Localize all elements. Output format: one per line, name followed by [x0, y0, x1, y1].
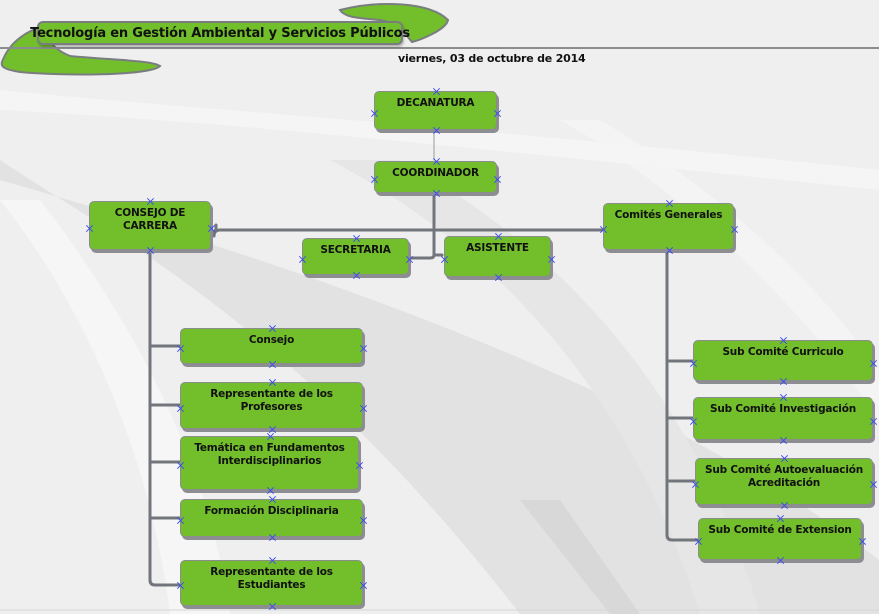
connection-handle-icon[interactable]	[731, 226, 738, 233]
node-label: Sub Comité Investigación	[710, 403, 856, 415]
node-label: Comités Generales	[614, 209, 723, 221]
connection-handle-icon[interactable]	[177, 462, 184, 469]
connection-handle-icon[interactable]	[777, 515, 784, 522]
connection-handle-icon[interactable]	[177, 517, 184, 524]
connection-handle-icon[interactable]	[177, 582, 184, 589]
connection-handle-icon[interactable]	[356, 462, 363, 469]
connection-handle-icon[interactable]	[147, 198, 154, 205]
connection-handle-icon[interactable]	[269, 557, 276, 564]
connection-handle-icon[interactable]	[269, 534, 276, 541]
node-comites-generales[interactable]: Comités Generales	[603, 203, 734, 250]
node-coordinador[interactable]: COORDINADOR	[374, 161, 497, 193]
connection-handle-icon[interactable]	[548, 256, 555, 263]
connection-handle-icon[interactable]	[269, 379, 276, 386]
connection-handle-icon[interactable]	[269, 603, 276, 610]
connection-handle-icon[interactable]	[269, 496, 276, 503]
connection-handle-icon[interactable]	[690, 360, 697, 367]
connection-handle-icon[interactable]	[360, 405, 367, 412]
header-title-banner: Tecnología en Gestión Ambiental y Servic…	[30, 21, 410, 45]
edge-comites-generales-trunk	[665, 248, 700, 542]
node-sub-comite-extension[interactable]: Sub Comité de Extension	[698, 518, 862, 560]
connection-handle-icon[interactable]	[441, 256, 448, 263]
connection-handle-icon[interactable]	[371, 176, 378, 183]
connection-handle-icon[interactable]	[780, 337, 787, 344]
connection-handle-icon[interactable]	[780, 394, 787, 401]
edge-coordinador-trunk	[408, 191, 436, 260]
connection-handle-icon[interactable]	[269, 361, 276, 368]
connection-handle-icon[interactable]	[666, 200, 673, 207]
node-label: Formación Disciplinaria	[204, 505, 339, 517]
connection-handle-icon[interactable]	[371, 110, 378, 117]
connection-handle-icon[interactable]	[360, 582, 367, 589]
node-consejo[interactable]: Consejo	[180, 328, 363, 364]
connection-handle-icon[interactable]	[870, 418, 877, 425]
connection-handle-icon[interactable]	[360, 345, 367, 352]
connection-handle-icon[interactable]	[177, 405, 184, 412]
connection-handle-icon[interactable]	[433, 190, 440, 197]
connection-handle-icon[interactable]	[777, 557, 784, 564]
connection-handle-icon[interactable]	[269, 325, 276, 332]
connection-handle-icon[interactable]	[780, 378, 787, 385]
edge-consejo-de-carrera-trunk	[148, 248, 182, 587]
connection-handle-icon[interactable]	[690, 418, 697, 425]
page-title: Tecnología en Gestión Ambiental y Servic…	[30, 25, 410, 41]
node-secretaria[interactable]: SECRETARIA	[302, 238, 409, 275]
connection-handle-icon[interactable]	[781, 455, 788, 462]
node-sub-comite-investigacion[interactable]: Sub Comité Investigación	[693, 397, 873, 440]
connection-handle-icon[interactable]	[495, 233, 502, 240]
node-asistente[interactable]: ASISTENTE	[444, 236, 551, 277]
node-label: Sub Comité Curriculo	[722, 346, 844, 358]
node-label: COORDINADOR	[392, 167, 479, 179]
connection-handle-icon[interactable]	[780, 437, 787, 444]
connection-handle-icon[interactable]	[147, 247, 154, 254]
connection-handle-icon[interactable]	[86, 225, 93, 232]
node-label: Consejo	[248, 334, 295, 346]
connection-handle-icon[interactable]	[353, 235, 360, 242]
connection-handle-icon[interactable]	[494, 110, 501, 117]
connection-handle-icon[interactable]	[433, 127, 440, 134]
connection-handle-icon[interactable]	[353, 272, 360, 279]
connection-handle-icon[interactable]	[666, 247, 673, 254]
connection-handle-icon[interactable]	[208, 225, 215, 232]
connection-handle-icon[interactable]	[495, 274, 502, 281]
node-label: ASISTENTE	[466, 242, 529, 254]
connection-handle-icon[interactable]	[360, 517, 367, 524]
connection-handle-icon[interactable]	[299, 256, 306, 263]
date-label: viernes, 03 de octubre de 2014	[398, 52, 586, 65]
connection-handle-icon[interactable]	[267, 433, 274, 440]
connection-handle-icon[interactable]	[870, 360, 877, 367]
connection-handle-icon[interactable]	[267, 487, 274, 494]
connection-handle-icon[interactable]	[433, 88, 440, 95]
connection-handle-icon[interactable]	[600, 226, 607, 233]
node-label: DECANATURA	[396, 97, 475, 109]
connection-handle-icon[interactable]	[406, 256, 413, 263]
connection-handle-icon[interactable]	[870, 481, 877, 488]
connection-handle-icon[interactable]	[494, 176, 501, 183]
node-sub-comite-curriculo[interactable]: Sub Comité Curriculo	[693, 340, 873, 381]
connection-handle-icon[interactable]	[692, 481, 699, 488]
node-formacion-disciplinaria[interactable]: Formación Disciplinaria	[180, 499, 363, 537]
node-label: Sub Comité de Extension	[708, 524, 852, 536]
connection-handle-icon[interactable]	[433, 158, 440, 165]
connection-handle-icon[interactable]	[695, 538, 702, 545]
node-decanatura[interactable]: DECANATURA	[374, 91, 497, 130]
node-label: SECRETARIA	[320, 244, 391, 256]
connection-handle-icon[interactable]	[859, 538, 866, 545]
connection-handle-icon[interactable]	[177, 345, 184, 352]
connection-handle-icon[interactable]	[781, 502, 788, 509]
connection-handle-icon[interactable]	[269, 426, 276, 433]
